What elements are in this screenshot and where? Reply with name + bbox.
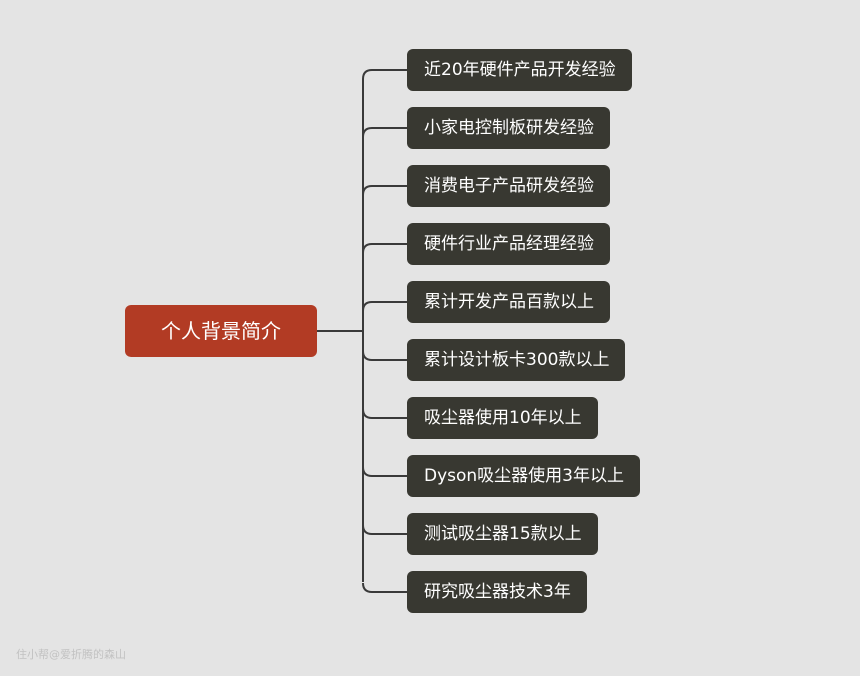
branch-node[interactable]: 累计开发产品百款以上 [407,281,610,323]
branch-connector [362,524,407,535]
branch-node[interactable]: 小家电控制板研发经验 [407,107,610,149]
branch-node[interactable]: 硬件行业产品经理经验 [407,223,610,265]
branch-node[interactable]: 近20年硬件产品开发经验 [407,49,632,91]
branch-node[interactable]: 研究吸尘器技术3年 [407,571,587,613]
branch-connector [362,243,407,254]
branch-connector [362,408,407,419]
branch-connector [362,350,407,361]
branch-node[interactable]: Dyson吸尘器使用3年以上 [407,455,640,497]
root-node[interactable]: 个人背景简介 [125,305,317,357]
branch-connector [362,69,407,80]
branch-connector [362,185,407,196]
branch-connector [362,582,407,593]
branch-connector [362,127,407,138]
branch-connector [362,466,407,477]
branch-node[interactable]: 吸尘器使用10年以上 [407,397,598,439]
branch-node[interactable]: 累计设计板卡300款以上 [407,339,626,381]
branch-node[interactable]: 消费电子产品研发经验 [407,165,610,207]
watermark: 住小帮@爱折腾的森山 [16,648,126,661]
branch-connector [362,301,407,312]
branch-node[interactable]: 测试吸尘器15款以上 [407,513,598,555]
